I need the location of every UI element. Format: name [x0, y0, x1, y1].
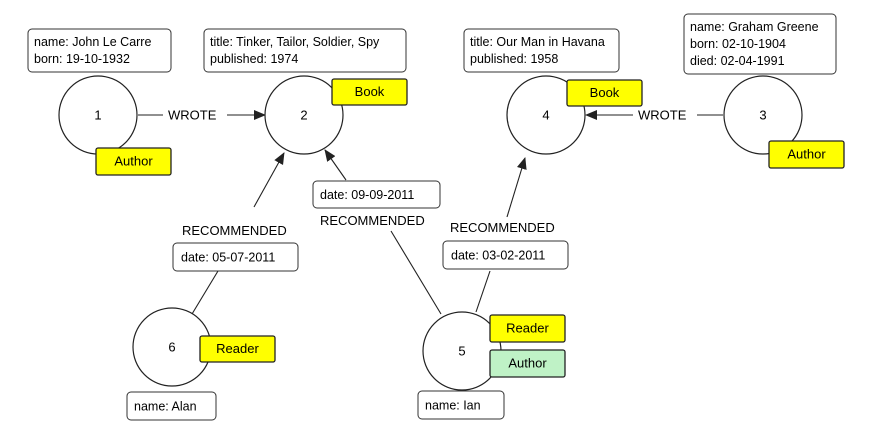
edge-6-recommended-2: RECOMMENDED date: 05-07-2011 [172, 152, 299, 320]
node-property: died: 02-04-1991 [690, 54, 785, 68]
node-4[interactable]: title: Our Man in Havana published: 1958… [463, 28, 643, 155]
edge-1-wrote-2: WROTE [138, 108, 266, 123]
label-author[interactable] [489, 349, 566, 378]
node-6[interactable]: 6 Reader name: Alan [126, 307, 276, 421]
node-id: 4 [542, 107, 549, 122]
edge-property-box [312, 180, 441, 209]
edge-type-label: RECOMMENDED [450, 220, 555, 235]
label-text: Book [355, 84, 385, 99]
edge-date: date: 05-07-2011 [181, 251, 275, 265]
node-property: published: 1958 [470, 52, 558, 66]
node-property: born: 19-10-1932 [34, 52, 130, 66]
node-id: 2 [300, 107, 307, 122]
node-id: 6 [168, 339, 175, 354]
label-text: Book [590, 85, 620, 100]
edge-date: date: 09-09-2011 [320, 188, 414, 202]
label-book[interactable] [331, 78, 408, 106]
node-property-box [463, 28, 620, 73]
node-id: 1 [94, 107, 101, 122]
node-property: name: Graham Greene [690, 20, 819, 34]
node-property: name: John Le Carre [34, 35, 151, 49]
label-text: Reader [506, 320, 549, 335]
edge-line [188, 270, 219, 320]
node-3[interactable]: name: Graham Greene born: 02-10-1904 die… [683, 13, 845, 169]
label-text: Author [787, 146, 826, 161]
node-2[interactable]: title: Tinker, Tailor, Soldier, Spy publ… [203, 28, 408, 155]
edge-5-recommended-4: RECOMMENDED date: 03-02-2011 [442, 157, 569, 313]
node-property-box [203, 28, 407, 73]
edge-property-box [442, 240, 569, 270]
node-property: title: Tinker, Tailor, Soldier, Spy [210, 35, 380, 49]
node-property: name: Ian [425, 399, 481, 413]
edge-arrow [253, 152, 285, 208]
node-1[interactable]: name: John Le Carre born: 19-10-1932 1 A… [27, 28, 172, 176]
edge-type-label: WROTE [638, 108, 687, 123]
node-property: born: 02-10-1904 [690, 37, 786, 51]
label-author[interactable] [95, 147, 172, 176]
node-5[interactable]: 5 Reader Author name: Ian [417, 311, 566, 420]
label-text: Author [114, 153, 153, 168]
label-text: Reader [216, 341, 259, 356]
node-property-box [27, 28, 172, 73]
edge-type-label: RECOMMENDED [320, 213, 425, 228]
label-reader[interactable] [199, 335, 276, 363]
edge-arrow [324, 149, 347, 181]
label-author[interactable] [768, 140, 845, 169]
node-circle[interactable] [264, 75, 344, 155]
node-circle[interactable] [506, 75, 586, 155]
edge-line [475, 270, 491, 313]
node-property: published: 1974 [210, 52, 298, 66]
node-id: 3 [759, 107, 766, 122]
edge-property-box [172, 242, 299, 272]
node-id: 5 [458, 343, 465, 358]
node-property: title: Our Man in Havana [470, 35, 605, 49]
node-property-box [417, 390, 505, 420]
edge-type-label: WROTE [168, 108, 217, 123]
edge-3-wrote-4: WROTE [585, 108, 723, 123]
edge-date: date: 03-02-2011 [451, 249, 545, 263]
node-property: name: Alan [134, 400, 197, 414]
edge-type-label: RECOMMENDED [182, 223, 287, 238]
node-property-box [126, 391, 217, 421]
edge-5-recommended-2: date: 09-09-2011 RECOMMENDED [312, 149, 442, 315]
label-book[interactable] [566, 79, 643, 107]
node-property-box [683, 13, 837, 75]
edge-arrow [506, 157, 527, 218]
edge-line [390, 230, 442, 315]
node-circle[interactable] [723, 75, 803, 155]
label-text: Author [508, 355, 547, 370]
label-reader[interactable] [489, 314, 566, 343]
